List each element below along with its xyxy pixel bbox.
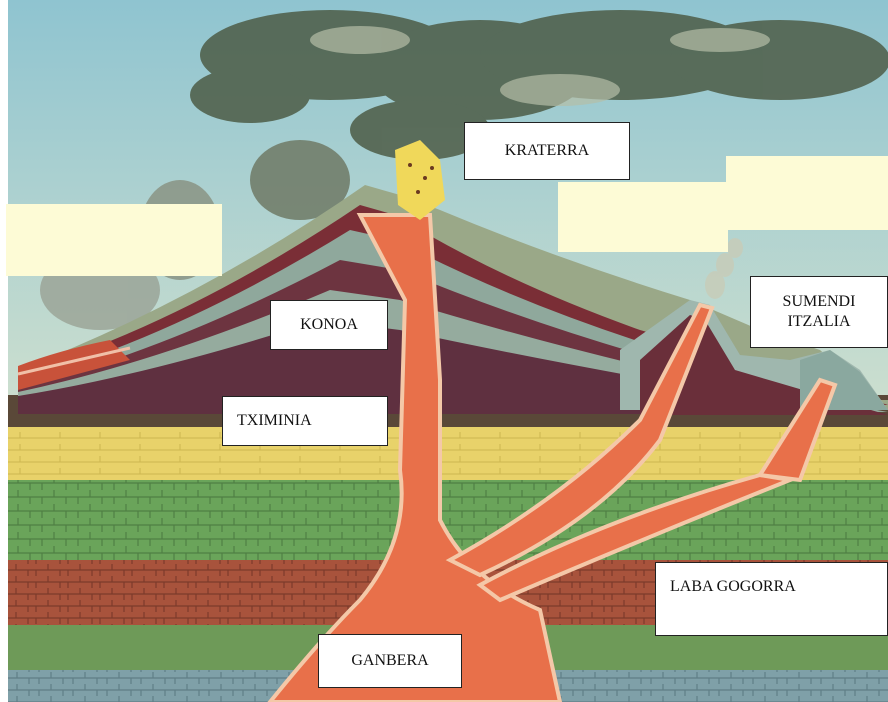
blank-label-box-right-upper — [726, 156, 888, 230]
blank-label-box-right-lower — [558, 182, 728, 252]
label-sumendi-line1: SUMENDI — [783, 292, 856, 312]
label-krater: KRATERRA — [464, 122, 630, 180]
label-laba-gogorra: LABA GOGORRA — [655, 562, 888, 636]
label-tximinia: TXIMINIA — [222, 396, 388, 446]
label-sumendi-line2: ITZALIA — [783, 312, 856, 332]
label-konoa: KONOA — [270, 300, 388, 350]
blank-label-box-left — [6, 204, 222, 276]
left-border — [0, 0, 8, 702]
label-ganbera: GANBERA — [318, 634, 462, 688]
label-sumendi-itzalia: SUMENDI ITZALIA — [750, 276, 888, 348]
